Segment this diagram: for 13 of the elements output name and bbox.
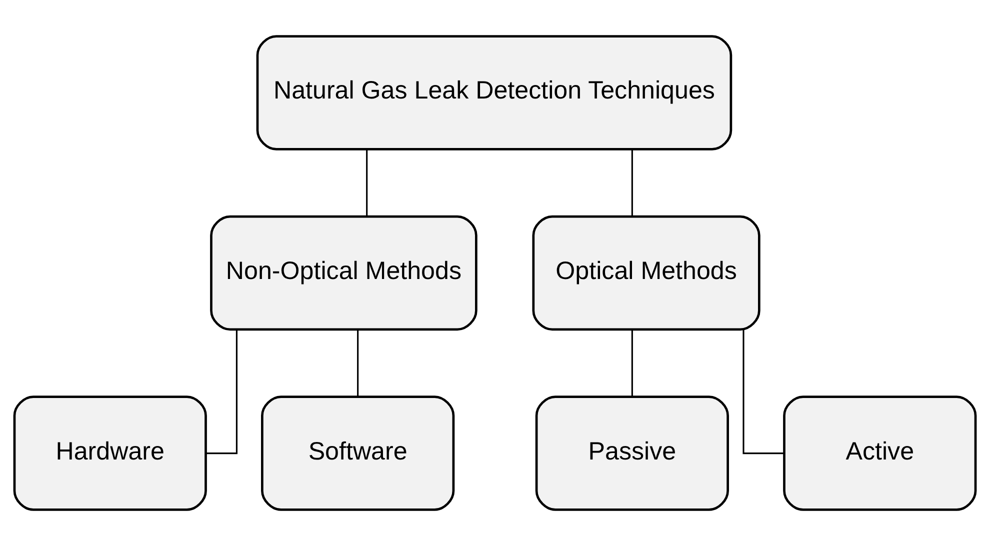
connector xyxy=(366,148,368,216)
connector xyxy=(206,329,238,454)
connector xyxy=(631,148,633,216)
connector xyxy=(742,329,784,454)
connector xyxy=(631,329,633,396)
node-box: Software xyxy=(261,395,455,510)
node-box: Passive xyxy=(535,395,729,510)
connector xyxy=(357,329,359,396)
node-box: Hardware xyxy=(13,395,207,510)
node-box: Optical Methods xyxy=(532,214,760,330)
node-box: Non-Optical Methods xyxy=(210,214,478,330)
node-box: Active xyxy=(783,395,977,510)
node-box: Natural Gas Leak Detection Techniques xyxy=(256,34,732,150)
